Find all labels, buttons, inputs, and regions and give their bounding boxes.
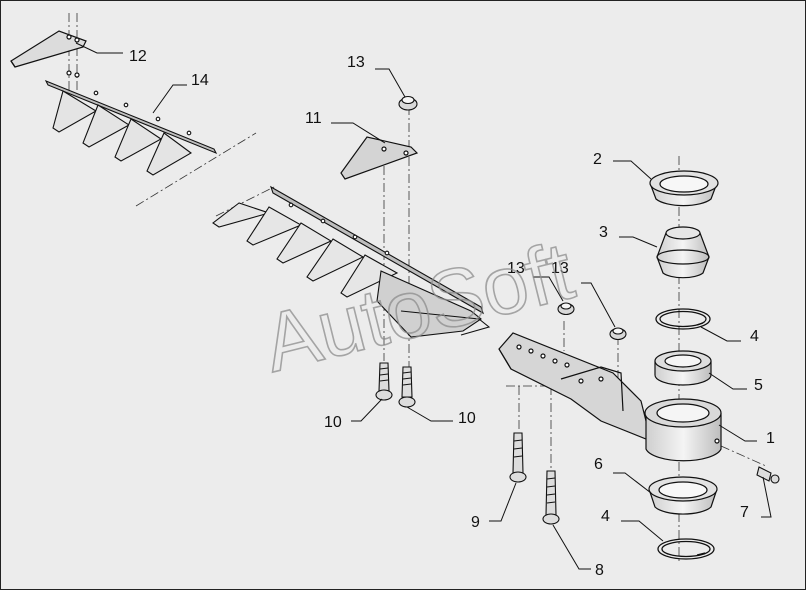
callout-6: 6	[594, 456, 603, 473]
callout-3: 3	[599, 224, 608, 241]
callout-13-mid-left: 13	[507, 260, 525, 277]
callout-11: 11	[305, 110, 322, 127]
part-3-housing	[656, 226, 710, 279]
leader-lines	[75, 42, 772, 570]
part-11-guard	[340, 136, 419, 180]
callout-14: 14	[191, 72, 209, 89]
part-9-bolt	[509, 432, 527, 483]
part-13-nut-top	[398, 95, 418, 111]
callout-7: 7	[740, 504, 749, 521]
callout-9: 9	[471, 514, 480, 531]
part-4-circlip-bottom	[657, 538, 715, 560]
callout-labels: 12 14 13 11 2 3 13 13 4 5 1 6 7 10 10 9 …	[129, 48, 775, 579]
lower-knife-bar	[212, 185, 491, 338]
callout-2: 2	[593, 151, 602, 168]
part-12-guard-plate	[10, 30, 87, 78]
callout-4-bottom: 4	[601, 508, 610, 525]
callout-5: 5	[754, 377, 763, 394]
part-14-knife-bar	[44, 79, 218, 176]
callout-10-right: 10	[458, 410, 476, 427]
part-10-bolts	[375, 362, 416, 408]
callout-4-top: 4	[750, 328, 759, 345]
callout-10-left: 10	[324, 414, 342, 431]
part-1-knife-head	[498, 332, 722, 462]
callout-13-top: 13	[347, 54, 365, 71]
part-7-grease-nipple	[756, 466, 780, 484]
part-4-circlip-top	[655, 308, 711, 330]
callout-12: 12	[129, 48, 147, 65]
part-13-nuts-middle	[557, 302, 627, 341]
callout-8: 8	[595, 562, 604, 579]
callout-1: 1	[766, 430, 775, 447]
part-6-lower-ring	[648, 476, 718, 515]
part-8-bolt	[542, 470, 560, 525]
callout-13-mid-right: 13	[551, 260, 569, 277]
part-5-bearing	[654, 350, 712, 386]
part-2-cap	[649, 170, 719, 207]
